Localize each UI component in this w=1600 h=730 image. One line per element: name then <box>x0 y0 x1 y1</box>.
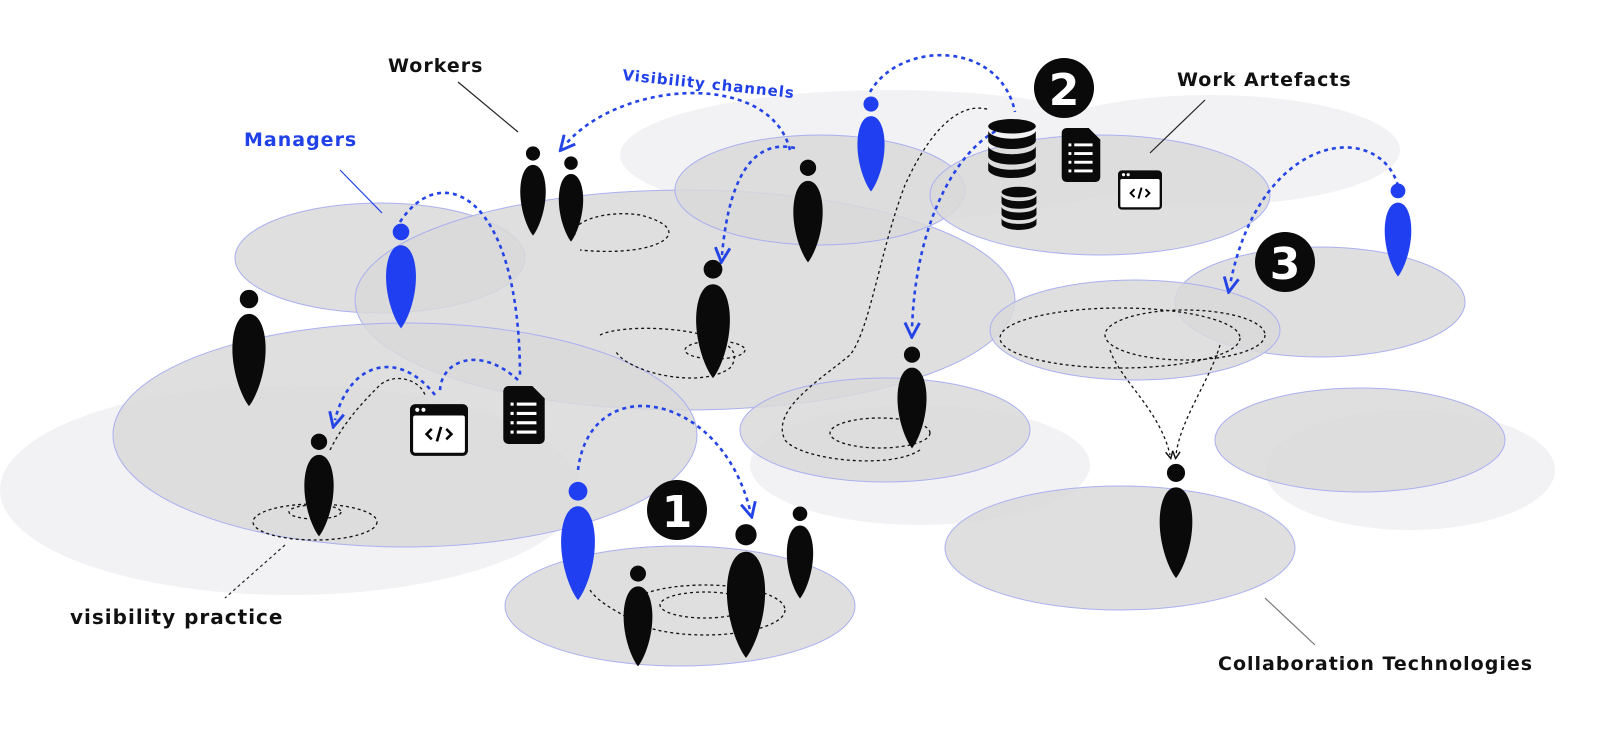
platform <box>504 545 856 667</box>
visibility-channel-arrow <box>398 191 522 379</box>
visibility-channel-arrow <box>565 91 792 150</box>
marker-3: 3 <box>1255 232 1315 292</box>
label-work-artefacts: Work Artefacts <box>1177 69 1352 91</box>
platform <box>112 322 698 548</box>
platform <box>739 377 1031 483</box>
label-workers: Workers <box>388 55 483 77</box>
visibility-channel-arrow <box>868 53 1017 113</box>
label-managers: Managers <box>244 129 357 151</box>
visibility-channel-arrow <box>576 404 750 510</box>
visibility-channels <box>335 53 1400 510</box>
platform <box>989 279 1281 381</box>
svg-text:3: 3 <box>1270 239 1301 290</box>
visibility-channel-arrow <box>438 358 519 393</box>
visibility-channel-arrow <box>1230 146 1400 285</box>
leader-lines <box>224 81 1316 646</box>
label-collaboration-technologies: Collaboration Technologies <box>1218 653 1533 675</box>
label-visibility-channels: Visibility channels <box>622 66 796 102</box>
svg-text:1: 1 <box>662 487 693 538</box>
platform <box>1214 387 1506 493</box>
visibility-channel-arrow <box>912 123 1011 330</box>
marker-2: 2 <box>1034 58 1094 118</box>
document-icon <box>1061 128 1101 182</box>
code-window-icon <box>410 404 468 456</box>
visibility-channel-arrow <box>722 145 796 255</box>
code-window-icon <box>1118 170 1162 210</box>
platform <box>944 485 1296 611</box>
visibility-channel-arrow <box>335 365 437 420</box>
svg-text:2: 2 <box>1049 65 1080 116</box>
document-icon <box>503 386 545 444</box>
label-visibility-practice: visibility practice <box>70 605 283 629</box>
marker-1: 1 <box>647 480 707 540</box>
